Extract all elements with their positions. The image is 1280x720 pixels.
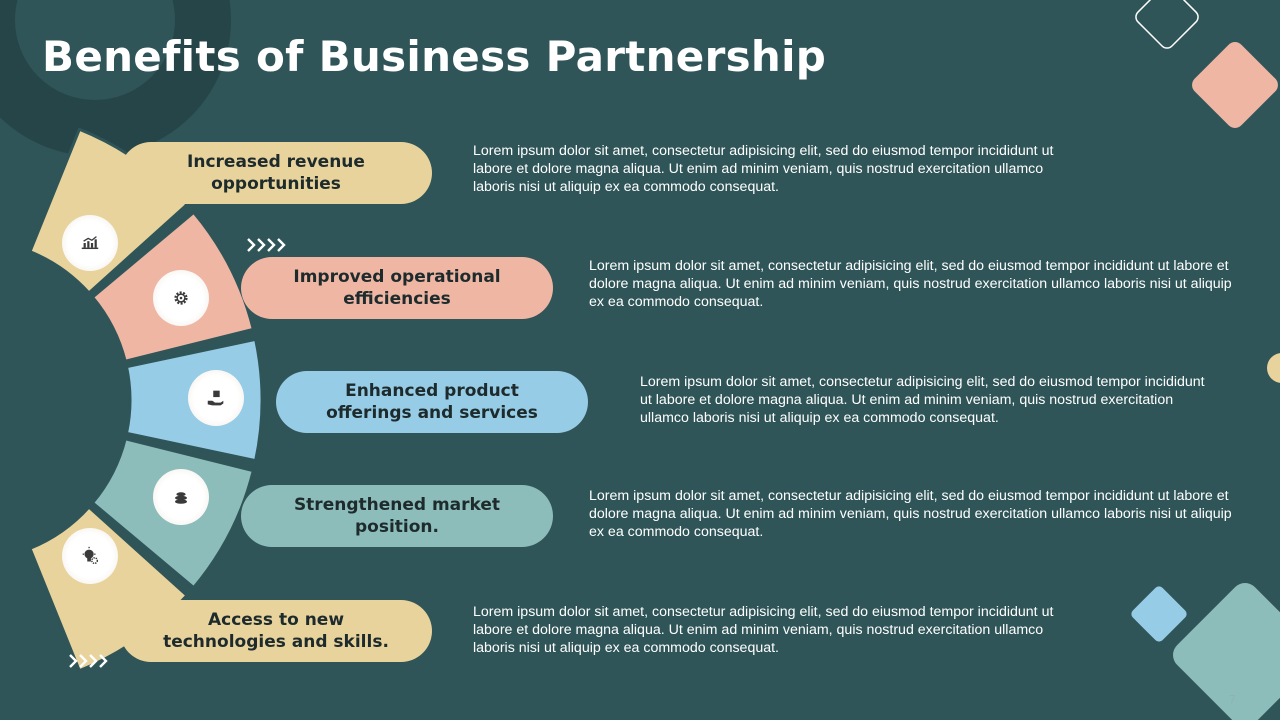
product-hand-icon [207, 390, 224, 406]
tan-dot-decoration [1267, 353, 1280, 383]
page-title: Benefits of Business Partnership [42, 32, 827, 81]
benefit-pill-1: Increased revenue opportunities [120, 142, 432, 204]
lightbulb-icon [82, 546, 99, 565]
salmon-diamond-decoration [1192, 42, 1278, 128]
benefit-description-5: Lorem ipsum dolor sit amet, consectetur … [473, 604, 1054, 656]
benefit-description-2: Lorem ipsum dolor sit amet, consectetur … [589, 258, 1232, 310]
benefit-label-2: Improved operational efficiencies [293, 267, 501, 309]
benefit-description-4: Lorem ipsum dolor sit amet, consectetur … [589, 488, 1232, 540]
benefit-pill-5: Access to new technologies and skills. [120, 600, 432, 662]
chevron-arrows-icon [247, 238, 286, 252]
benefit-label-4: Strengthened market position. [293, 495, 501, 537]
benefit-pill-4: Strengthened market position. [241, 485, 553, 547]
benefit-description-1: Lorem ipsum dolor sit amet, consectetur … [473, 143, 1054, 195]
icon-badge-4 [153, 469, 209, 525]
corner-ring-decoration [0, 0, 231, 156]
outline-diamond-decoration [1135, 0, 1199, 49]
coins-icon [175, 492, 187, 504]
benefit-label-5: Access to new technologies and skills. [163, 610, 389, 652]
benefit-pill-2: Improved operational efficiencies [241, 257, 553, 319]
benefit-label-1: Increased revenue opportunities [187, 152, 365, 194]
benefit-description-3: Lorem ipsum dolor sit amet, consectetur … [640, 374, 1205, 426]
chart-icon [81, 236, 99, 250]
icon-badge-5 [62, 528, 118, 584]
icon-badge-1 [62, 215, 118, 271]
icon-badge-2 [153, 270, 209, 326]
icon-badge-3 [188, 370, 244, 426]
teal-diamond-decoration [1173, 583, 1280, 720]
blue-diamond-decoration [1131, 586, 1187, 642]
benefit-pill-3: Enhanced product offerings and services [276, 371, 588, 433]
page-number: 7 [1228, 692, 1236, 707]
benefit-label-3: Enhanced product offerings and services [326, 381, 538, 423]
chevron-arrows-icon [69, 654, 108, 668]
gear-icon [174, 291, 188, 305]
